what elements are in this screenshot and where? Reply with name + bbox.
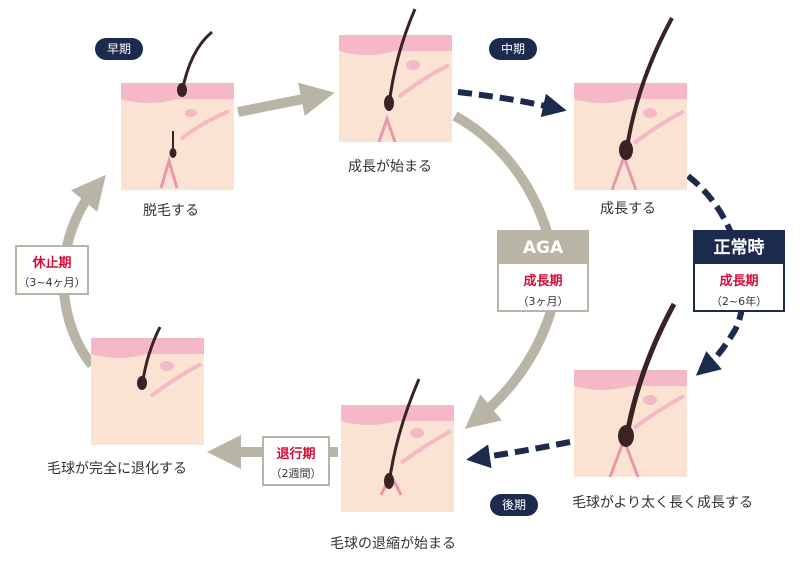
rest-duration: （3~4ヶ月） bbox=[18, 276, 86, 289]
shed-hair-icon bbox=[177, 30, 213, 97]
caption-regression-begins: 毛球の退縮が始まる bbox=[330, 536, 456, 552]
arrow-shedding-to-growth bbox=[237, 82, 335, 117]
normal-duration: （2~6年） bbox=[710, 295, 768, 308]
normal-phase: 成長期 bbox=[719, 274, 759, 289]
hair-tile-growth-begins bbox=[339, 35, 452, 142]
normal-box: 正常時 成長期 （2~6年） bbox=[693, 230, 785, 312]
hair-grows-icon bbox=[619, 17, 674, 160]
regression-duration: （2週間） bbox=[270, 467, 322, 480]
rest-phase: 休止期 bbox=[32, 256, 72, 271]
hair-regression-icon bbox=[384, 378, 421, 489]
hair-tile-shedding bbox=[121, 83, 234, 190]
aga-box: AGA 成長期 （3ヶ月） bbox=[497, 230, 589, 312]
arrow-grows-to-regression bbox=[466, 439, 571, 469]
caption-shedding: 脱毛する bbox=[143, 203, 199, 219]
arrow-normal-long-growth bbox=[686, 173, 747, 376]
hair-grows-longer-icon bbox=[618, 302, 677, 447]
regression-label: 退行期 （2週間） bbox=[262, 436, 330, 486]
hair-growth-begins-icon bbox=[384, 8, 417, 111]
caption-growth-begins: 成長が始まる bbox=[348, 159, 432, 175]
hair-tile-regression-begins bbox=[341, 405, 454, 512]
badge-middle: 中期 bbox=[489, 38, 538, 60]
normal-title: 正常時 bbox=[695, 232, 783, 264]
regression-phase: 退行期 bbox=[276, 447, 316, 462]
aga-title: AGA bbox=[499, 232, 587, 264]
caption-grows: 成長する bbox=[600, 201, 656, 217]
aga-phase: 成長期 bbox=[523, 274, 563, 289]
arrow-growth-to-grows bbox=[457, 89, 567, 118]
caption-fully-regressed: 毛球が完全に退化する bbox=[47, 461, 187, 477]
badge-late: 後期 bbox=[490, 494, 539, 516]
aga-duration: （3ヶ月） bbox=[517, 295, 569, 308]
badge-early: 早期 bbox=[95, 38, 144, 60]
rest-label: 休止期 （3~4ヶ月） bbox=[15, 245, 89, 295]
hair-fully-regressed-icon bbox=[137, 326, 162, 390]
caption-grows-longer: 毛球がより太く長く成長する bbox=[572, 495, 754, 511]
